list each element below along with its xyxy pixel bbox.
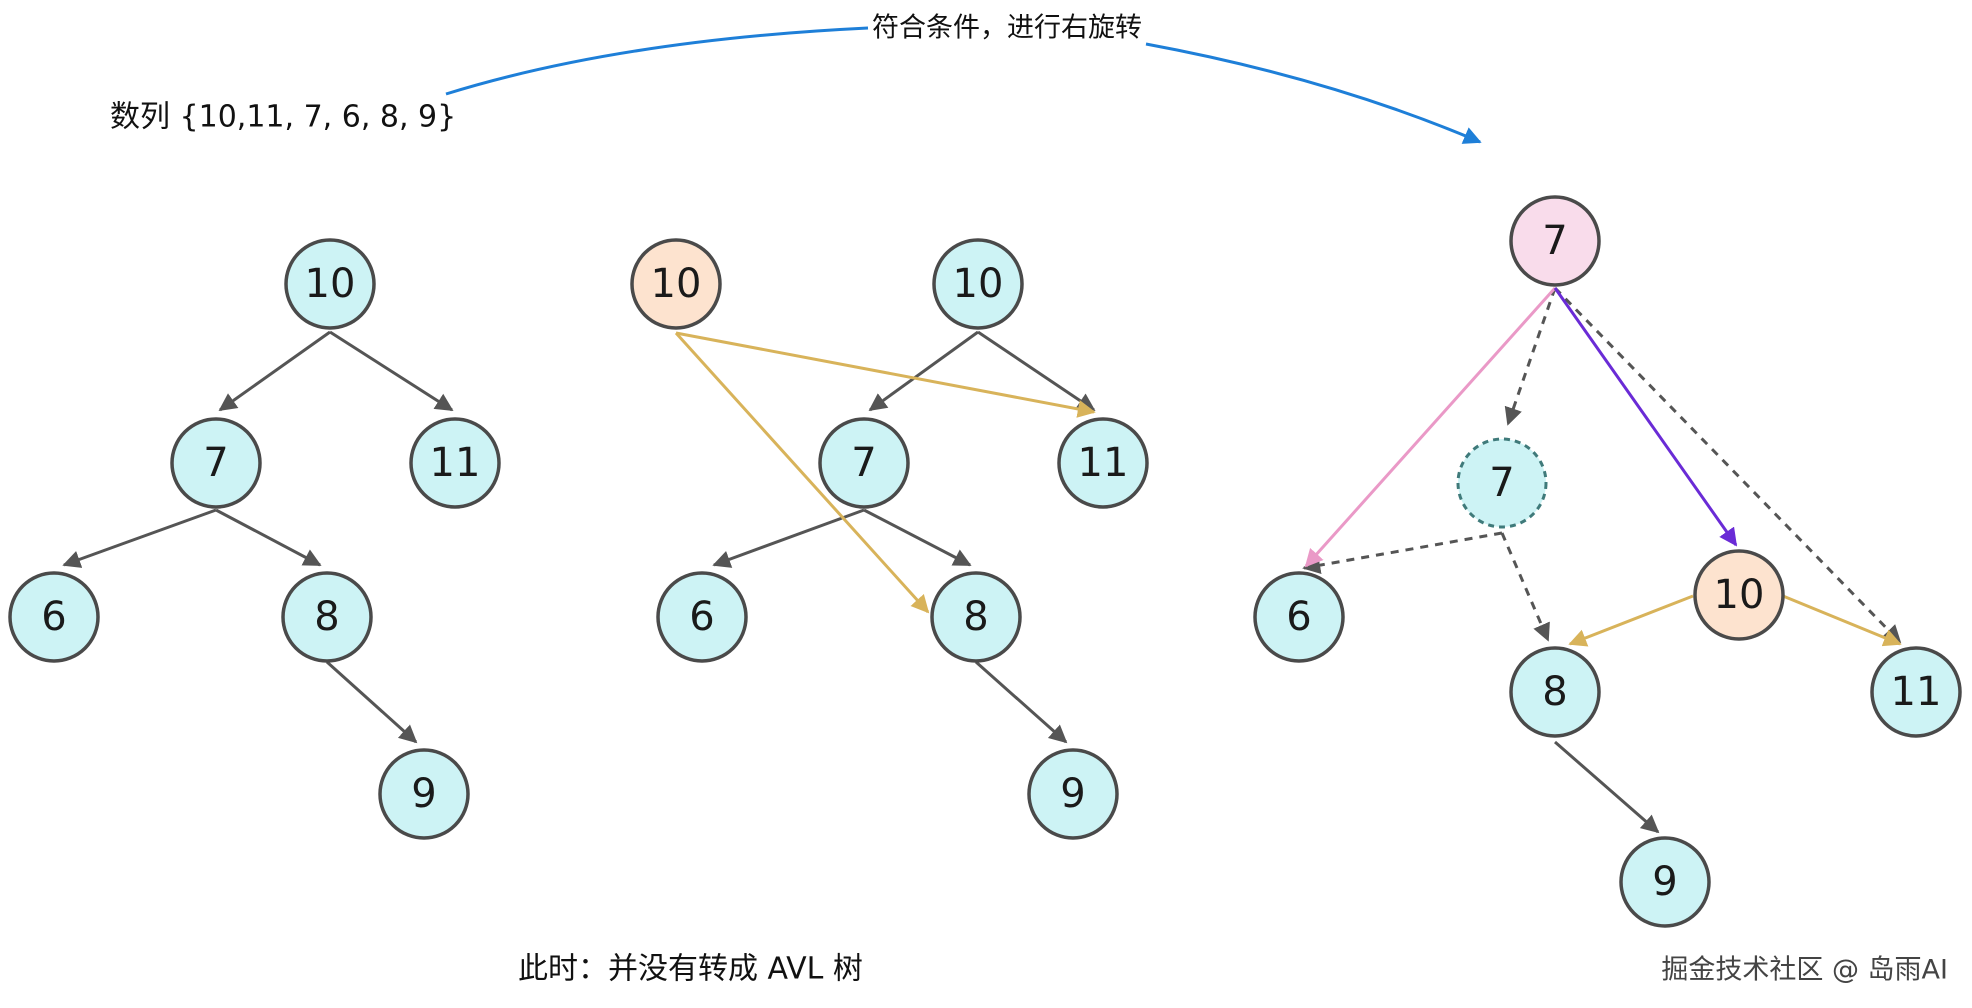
dashed-edge-old7-to-6 xyxy=(1302,531,1503,575)
node-value: 10 xyxy=(953,261,1004,307)
tree-node: 11 xyxy=(1057,417,1149,509)
tree-node: 7 xyxy=(818,417,910,509)
dashed-edge-old7-to-8 xyxy=(1500,532,1550,642)
node-value: 7 xyxy=(851,440,876,486)
edge-10-11 xyxy=(329,330,454,412)
tree-node: 6 xyxy=(1253,571,1345,663)
rotation-arrow xyxy=(445,26,869,96)
tree-node: 10 xyxy=(932,238,1024,330)
node-value: 11 xyxy=(1891,669,1942,715)
node-value: 8 xyxy=(1542,669,1567,715)
rotation-arrow-head-segment xyxy=(1145,42,1482,144)
gold-edge-10-to-11 xyxy=(675,331,1096,418)
gold-edge-10-to-8 xyxy=(674,331,930,614)
edge-8-9 xyxy=(1554,740,1660,834)
tree-node-ghost: 7 xyxy=(1456,437,1548,529)
edge-7-6 xyxy=(62,508,217,568)
tree-node: 8 xyxy=(1509,646,1601,738)
dashed-edge-7-to-old7 xyxy=(1504,287,1557,426)
tree-rotation-step: 10 10 7 11 6 8 9 xyxy=(630,238,1149,840)
edge-10-11 xyxy=(977,330,1096,412)
tree-node: 10 xyxy=(284,238,376,330)
edge-8-9 xyxy=(325,660,418,744)
node-value: 9 xyxy=(411,771,436,817)
tree-node-highlighted: 10 xyxy=(1693,549,1785,641)
node-value: 11 xyxy=(1078,440,1129,486)
tree-node: 11 xyxy=(1870,646,1962,738)
tree-node: 8 xyxy=(281,571,373,663)
node-value: 6 xyxy=(41,594,66,640)
pink-edge-7-to-6 xyxy=(1304,286,1557,568)
watermark: 掘金技术社区 @ 岛雨AI xyxy=(1661,955,1948,986)
tree-node: 9 xyxy=(378,748,470,840)
node-value: 10 xyxy=(651,261,702,307)
edge-10-7 xyxy=(868,330,979,412)
edge-8-9 xyxy=(975,660,1068,744)
node-value: 8 xyxy=(963,594,988,640)
node-value: 9 xyxy=(1652,859,1677,905)
edge-7-8 xyxy=(215,508,322,567)
node-value: 11 xyxy=(430,440,481,486)
node-value: 10 xyxy=(1714,572,1765,618)
sequence-label: 数列 {10,11, 7, 6, 8, 9} xyxy=(110,100,456,135)
tree-original: 10 7 11 6 8 9 xyxy=(8,238,501,840)
rotation-label: 符合条件，进行右旋转 xyxy=(872,13,1142,44)
dashed-edge-7-to-11 xyxy=(1553,286,1902,644)
tree-after-rotation: 7 7 6 10 8 11 9 xyxy=(1253,195,1962,928)
node-value: 10 xyxy=(305,261,356,307)
node-value: 6 xyxy=(1286,594,1311,640)
tree-node-highlighted: 10 xyxy=(630,238,722,330)
tree-node: 8 xyxy=(930,571,1022,663)
tree-node: 6 xyxy=(656,571,748,663)
edge-7-6 xyxy=(712,508,865,568)
tree-node: 11 xyxy=(409,417,501,509)
tree-node: 9 xyxy=(1027,748,1119,840)
bottom-note: 此时：并没有转成 AVL 树 xyxy=(518,952,863,987)
node-value: 7 xyxy=(203,440,228,486)
tree-node: 7 xyxy=(170,417,262,509)
tree-node-root: 7 xyxy=(1509,195,1601,287)
node-value: 8 xyxy=(314,594,339,640)
tree-node: 9 xyxy=(1619,836,1711,928)
purple-edge-7-to-10 xyxy=(1553,287,1738,547)
edge-7-8 xyxy=(863,508,972,567)
node-value: 9 xyxy=(1060,771,1085,817)
node-value: 7 xyxy=(1489,460,1514,506)
gold-edge-10-to-8 xyxy=(1568,594,1694,647)
tree-node: 6 xyxy=(8,571,100,663)
node-value: 7 xyxy=(1542,218,1567,264)
edge-10-7 xyxy=(218,330,331,412)
gold-edge-10-to-11 xyxy=(1782,594,1902,647)
node-value: 6 xyxy=(689,594,714,640)
